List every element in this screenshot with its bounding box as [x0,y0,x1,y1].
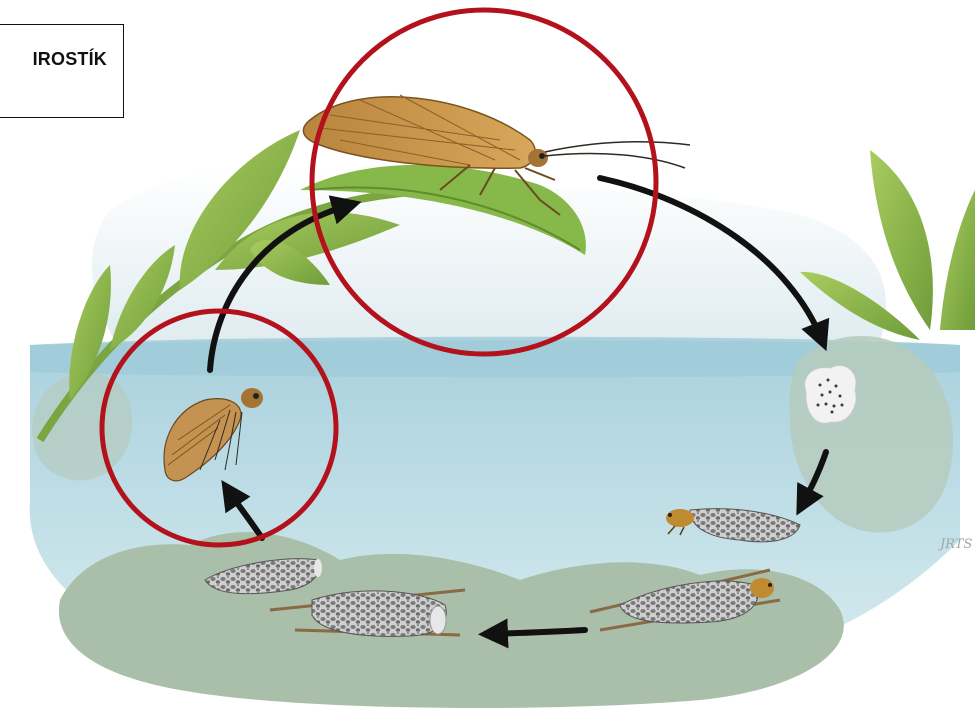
adult-wing [303,97,535,168]
plant-right-leaf-2 [940,190,975,330]
arrow-larva-to-case [490,630,585,634]
egg-mass [805,365,857,423]
adult-antennae [545,142,690,168]
artist-signature: JRTS [937,537,972,552]
species-label: IROSTÍK [0,49,123,70]
label-box: IROSTÍK [0,24,124,118]
